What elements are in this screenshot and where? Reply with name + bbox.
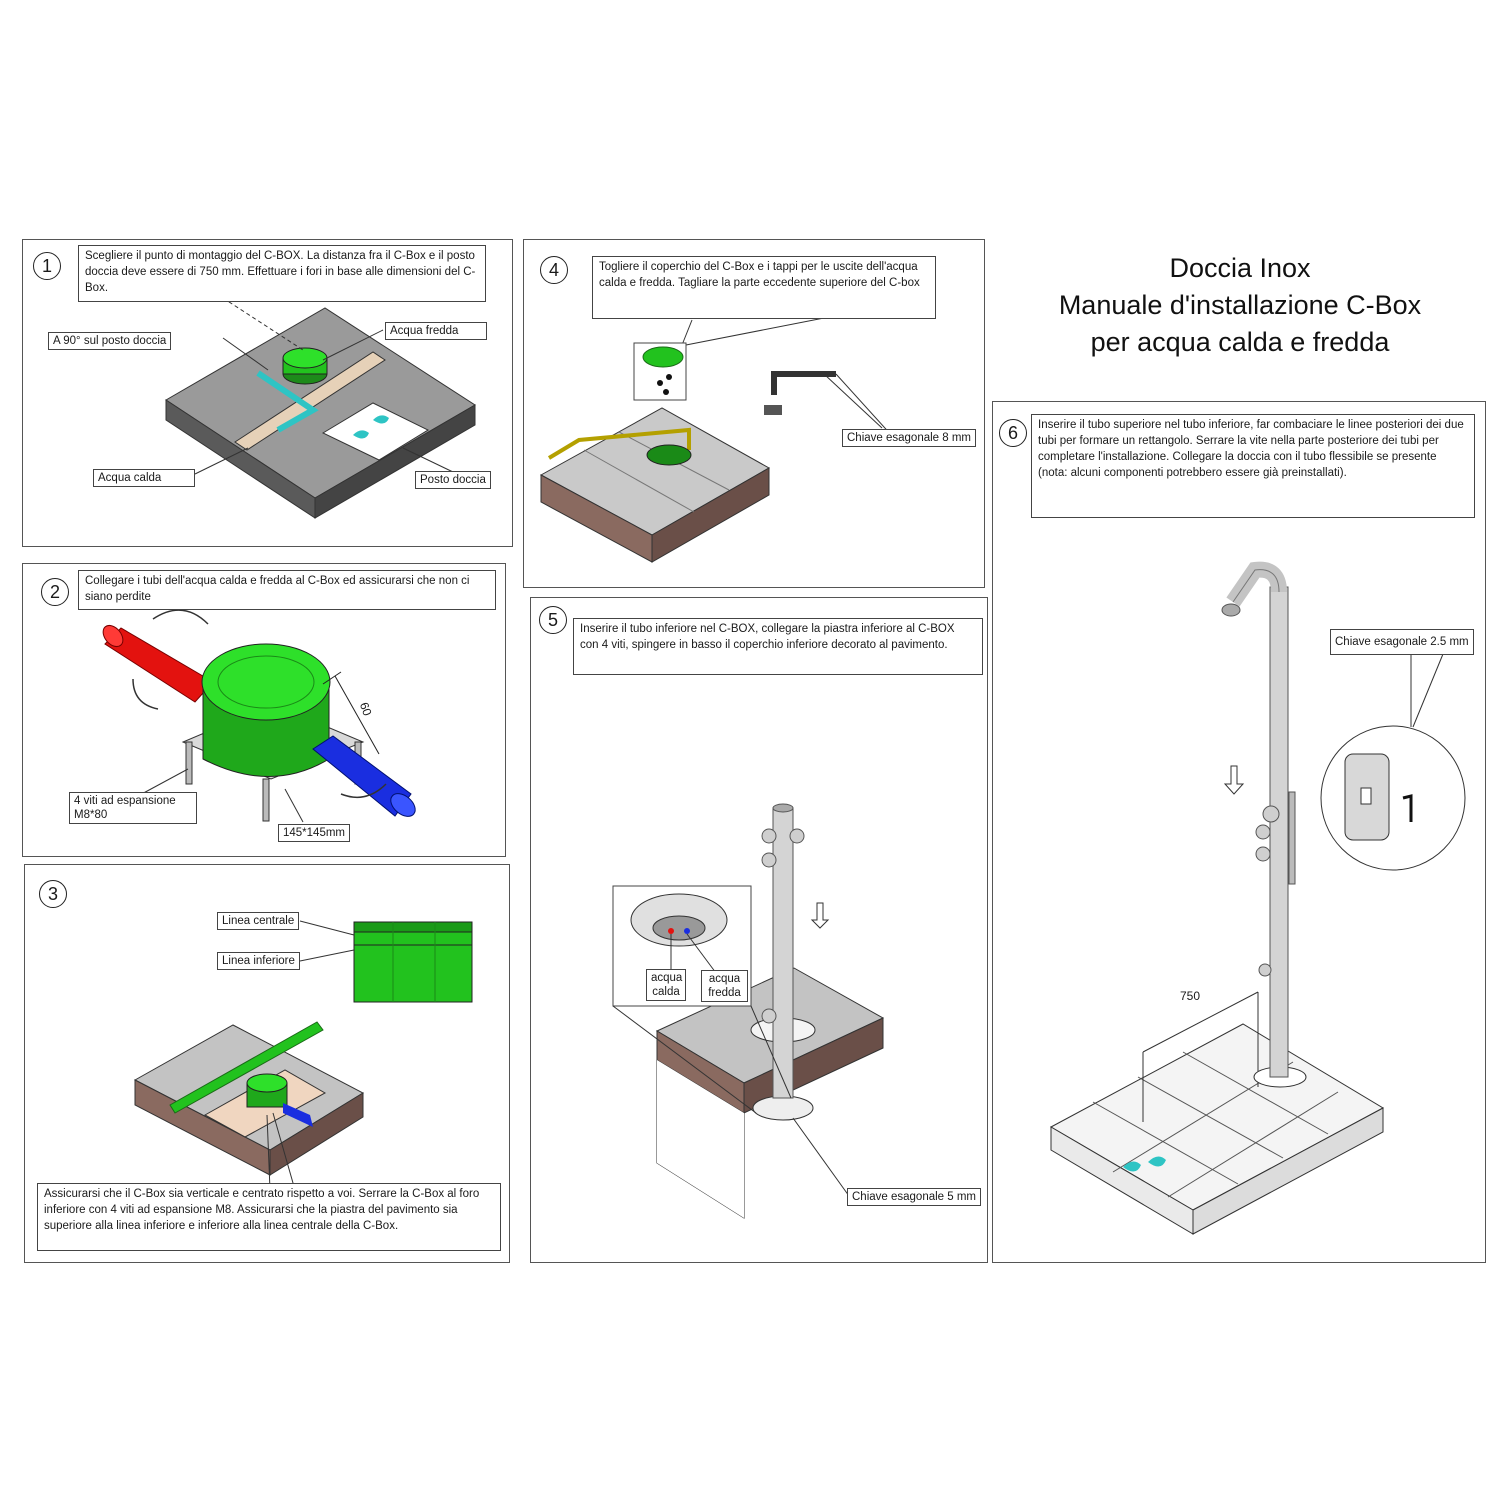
label-hex-key-2-5mm: Chiave esagonale 2.5 mm — [1330, 629, 1474, 655]
saw-icon — [547, 427, 691, 460]
manual-title: Doccia Inox Manuale d'installazione C-Bo… — [1010, 250, 1470, 361]
footprints-icon — [353, 415, 389, 439]
step-6-panel: 6 Inserire il tubo superiore nel tubo in… — [992, 401, 1486, 1263]
title-line-2: Manuale d'installazione C-Box — [1058, 290, 1422, 320]
step-5-number: 5 — [539, 606, 567, 634]
footprints-icon — [1123, 1156, 1166, 1172]
step-4-panel: 4 Togliere il coperchio del C-Box e i ta… — [523, 239, 985, 588]
step-1-instruction: Scegliere il punto di montaggio del C-BO… — [78, 245, 486, 302]
title-line-1: Doccia Inox — [1169, 253, 1311, 283]
magnifier-detail — [1320, 725, 1466, 871]
step-2-number: 2 — [41, 578, 69, 606]
step-2-instruction: Collegare i tubi dell'acqua calda e fred… — [78, 570, 496, 610]
step-6-number: 6 — [999, 419, 1027, 447]
label-plate-size: 145*145mm — [278, 824, 351, 842]
label-expansion-screws: 4 viti ad espansione M8*80 — [69, 792, 197, 824]
label-cold-water: Acqua fredda — [385, 322, 487, 340]
step-1-panel: 1 Scegliere il punto di montaggio del C-… — [22, 239, 513, 547]
step-5-drawing — [612, 803, 885, 1219]
step-5-instruction: Inserire il tubo inferiore nel C-BOX, co… — [573, 618, 983, 675]
step-4-drawing — [539, 317, 895, 563]
label-hex-key-5mm: Chiave esagonale 5 mm — [847, 1188, 982, 1206]
step-1-drawing — [165, 297, 476, 519]
step-3-drawing — [133, 920, 473, 1191]
label-hot-water: Acqua calda — [93, 469, 195, 487]
label-distance-750: 750 — [1180, 989, 1201, 1003]
label-angle: A 90° sul posto doccia — [48, 332, 172, 350]
arrow-down-icon — [810, 902, 830, 929]
step-3-panel: 3 Linea centrale Linea inferiore Assicur… — [24, 864, 510, 1263]
label-shower-spot: Posto doccia — [415, 471, 491, 489]
step-4-instruction: Togliere il coperchio del C-Box e i tapp… — [592, 256, 936, 319]
label-hot-water-5: acqua calda — [646, 969, 686, 1001]
step-1-number: 1 — [33, 252, 61, 280]
label-center-line: Linea centrale — [217, 912, 300, 930]
label-cold-water-5: acqua fredda — [701, 970, 748, 1002]
hex-key-8mm-icon — [771, 371, 836, 395]
step-6-drawing — [1049, 561, 1466, 1235]
label-lower-line: Linea inferiore — [217, 952, 300, 970]
step-4-number: 4 — [540, 256, 568, 284]
title-line-3: per acqua calda e fredda — [1090, 327, 1390, 357]
label-hex-key-8mm: Chiave esagonale 8 mm — [842, 429, 977, 447]
lid-icon — [642, 346, 684, 368]
arrow-down-icon — [1223, 765, 1245, 795]
step-2-drawing — [102, 609, 416, 823]
step-5-panel: 5 Inserire il tubo inferiore nel C-BOX, … — [530, 597, 988, 1263]
step-6-instruction: Inserire il tubo superiore nel tubo infe… — [1031, 414, 1475, 518]
shower-head-icon — [1221, 603, 1241, 617]
step-2-panel: 2 Collegare i tubi dell'acqua calda e fr… — [22, 563, 506, 857]
step-3-number: 3 — [39, 880, 67, 908]
step-3-instruction: Assicurarsi che il C-Box sia verticale e… — [37, 1183, 501, 1251]
